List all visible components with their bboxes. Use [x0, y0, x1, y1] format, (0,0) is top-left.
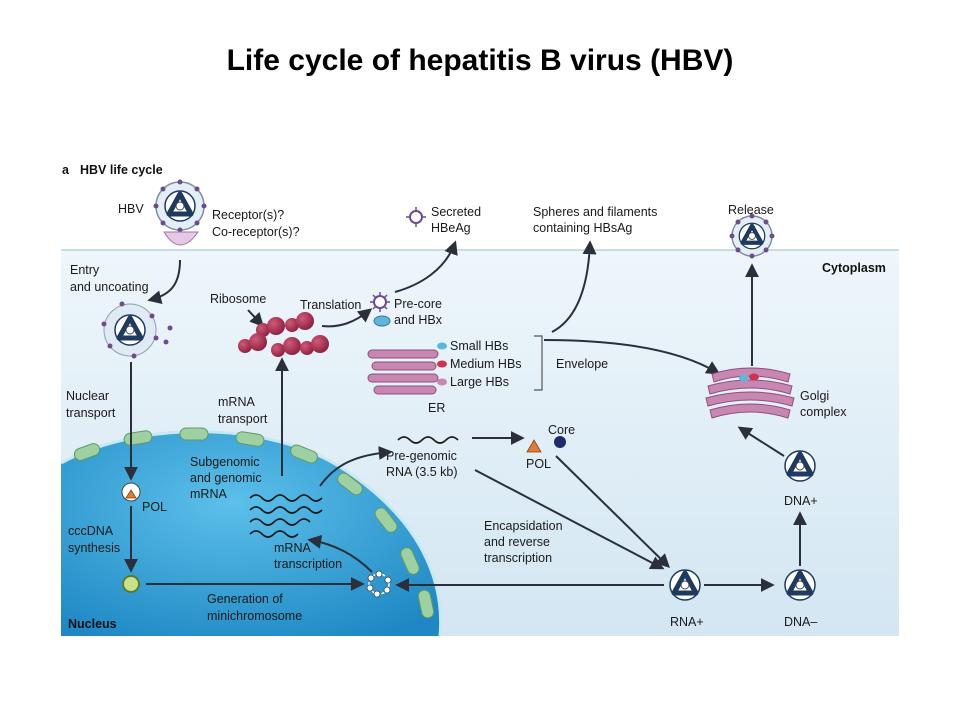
- precore-label-1: Pre-core: [394, 297, 442, 311]
- pol-cytoplasm-triangle: [526, 439, 542, 453]
- medium-hbs-dot: [437, 360, 447, 368]
- slide-title: Life cycle of hepatitis B virus (HBV): [226, 44, 734, 77]
- spheres-label-1: Spheres and filaments: [533, 205, 657, 219]
- pregenomic-label-2: RNA (3.5 kb): [386, 465, 458, 479]
- small-hbs-label: Small HBs: [450, 339, 508, 353]
- core-protein: [554, 436, 566, 448]
- pol-nucleus-label: POL: [142, 500, 167, 514]
- ribosome-cluster: [238, 312, 329, 357]
- hbv-virion: [153, 179, 207, 233]
- pregenomic-label-1: Pre-genomic: [386, 449, 457, 463]
- transcription-arrow: [307, 534, 373, 573]
- subgenomic-label-3: mRNA: [190, 487, 227, 501]
- dna-minus-label: DNA–: [784, 615, 817, 629]
- nuclear-transport-label-1: Nuclear: [66, 389, 109, 403]
- uncoating-label: and uncoating: [70, 280, 149, 294]
- ribosome-pointer: [247, 309, 264, 328]
- encapsidation-label-2: and reverse: [484, 535, 550, 549]
- mrna-transcription-label-2: transcription: [274, 557, 342, 571]
- pol-cytoplasm-label: POL: [526, 457, 551, 471]
- golgi-label-1: Golgi: [800, 389, 829, 403]
- panel-letter: a: [62, 163, 70, 177]
- receptor-shape: [163, 231, 199, 246]
- nuclear-pores: [73, 427, 435, 619]
- dna-plus-to-golgi-arrow: [737, 426, 785, 457]
- mrna-transport-label-1: mRNA: [218, 395, 255, 409]
- receptor-label: Receptor(s)?: [212, 208, 284, 222]
- secretion-arrow: [394, 240, 458, 293]
- cccdna-circle: [122, 575, 140, 593]
- dna-plus-capsid: [785, 451, 815, 481]
- released-virion: [729, 213, 775, 259]
- spheres-arrow: [551, 240, 597, 333]
- cytoplasm-label: Cytoplasm: [822, 261, 886, 275]
- medium-hbs-label: Medium HBs: [450, 357, 522, 371]
- precore-label-2: and HBx: [394, 313, 443, 327]
- rna-plus-capsid: [670, 570, 700, 600]
- translation-label: Translation: [300, 298, 361, 312]
- minichromosome-icon: [366, 570, 392, 598]
- nucleus-label: Nucleus: [68, 617, 117, 631]
- endoplasmic-reticulum: [367, 349, 439, 395]
- rna-plus-label: RNA+: [670, 615, 704, 629]
- dna-minus-capsid: [785, 570, 815, 600]
- envelope-label: Envelope: [556, 357, 608, 371]
- pregenomic-arrow: [319, 445, 393, 487]
- small-hbs-dot: [437, 342, 447, 350]
- encapsidation-label-1: Encapsidation: [484, 519, 563, 533]
- pregenomic-rna: [397, 436, 459, 444]
- precore-protein: [370, 292, 390, 312]
- minichromosome-label-1: Generation of: [207, 592, 283, 606]
- secreted-label-1: Secreted: [431, 205, 481, 219]
- hbv-label: HBV: [118, 202, 144, 216]
- encapsidation-label-3: transcription: [484, 551, 552, 565]
- secreted-hbeag-icon: [406, 207, 426, 227]
- nuclear-transport-label-2: transport: [66, 406, 116, 420]
- core-to-rna-arrow: [555, 455, 670, 568]
- golgi-complex: [705, 367, 795, 419]
- entry-label: Entry: [70, 263, 100, 277]
- rc-dna-in-nucleus: [121, 482, 141, 502]
- cccdna-label-2: synthesis: [68, 541, 120, 555]
- hbx-protein: [373, 315, 391, 327]
- cccdna-label-1: cccDNA: [68, 524, 114, 538]
- mrna-transcripts: [249, 494, 323, 538]
- envelope-bracket: [534, 335, 543, 391]
- large-hbs-label: Large HBs: [450, 375, 509, 389]
- core-label: Core: [548, 423, 575, 437]
- pgrna-to-rna-arrow: [474, 469, 665, 570]
- spheres-label-2: containing HBsAg: [533, 221, 632, 235]
- coreceptor-label: Co-receptor(s)?: [212, 225, 300, 239]
- ribosome-label: Ribosome: [210, 292, 266, 306]
- er-label: ER: [428, 401, 445, 415]
- subgenomic-label-1: Subgenomic: [190, 455, 260, 469]
- panel-title: HBV life cycle: [80, 163, 163, 177]
- mrna-transport-label-2: transport: [218, 412, 268, 426]
- minichromosome-label-2: minichromosome: [207, 609, 302, 623]
- dna-plus-label: DNA+: [784, 494, 818, 508]
- golgi-label-2: complex: [800, 405, 847, 419]
- secreted-label-2: HBeAg: [431, 221, 471, 235]
- subgenomic-label-2: and genomic: [190, 471, 262, 485]
- translation-arrow: [321, 308, 373, 328]
- release-label: Release: [728, 203, 774, 217]
- large-hbs-dot: [437, 378, 447, 386]
- mrna-transcription-label-1: mRNA: [274, 541, 311, 555]
- entry-arrow: [147, 259, 181, 305]
- uncoating-virion: [101, 301, 173, 359]
- envelope-to-golgi-arrow: [543, 339, 721, 375]
